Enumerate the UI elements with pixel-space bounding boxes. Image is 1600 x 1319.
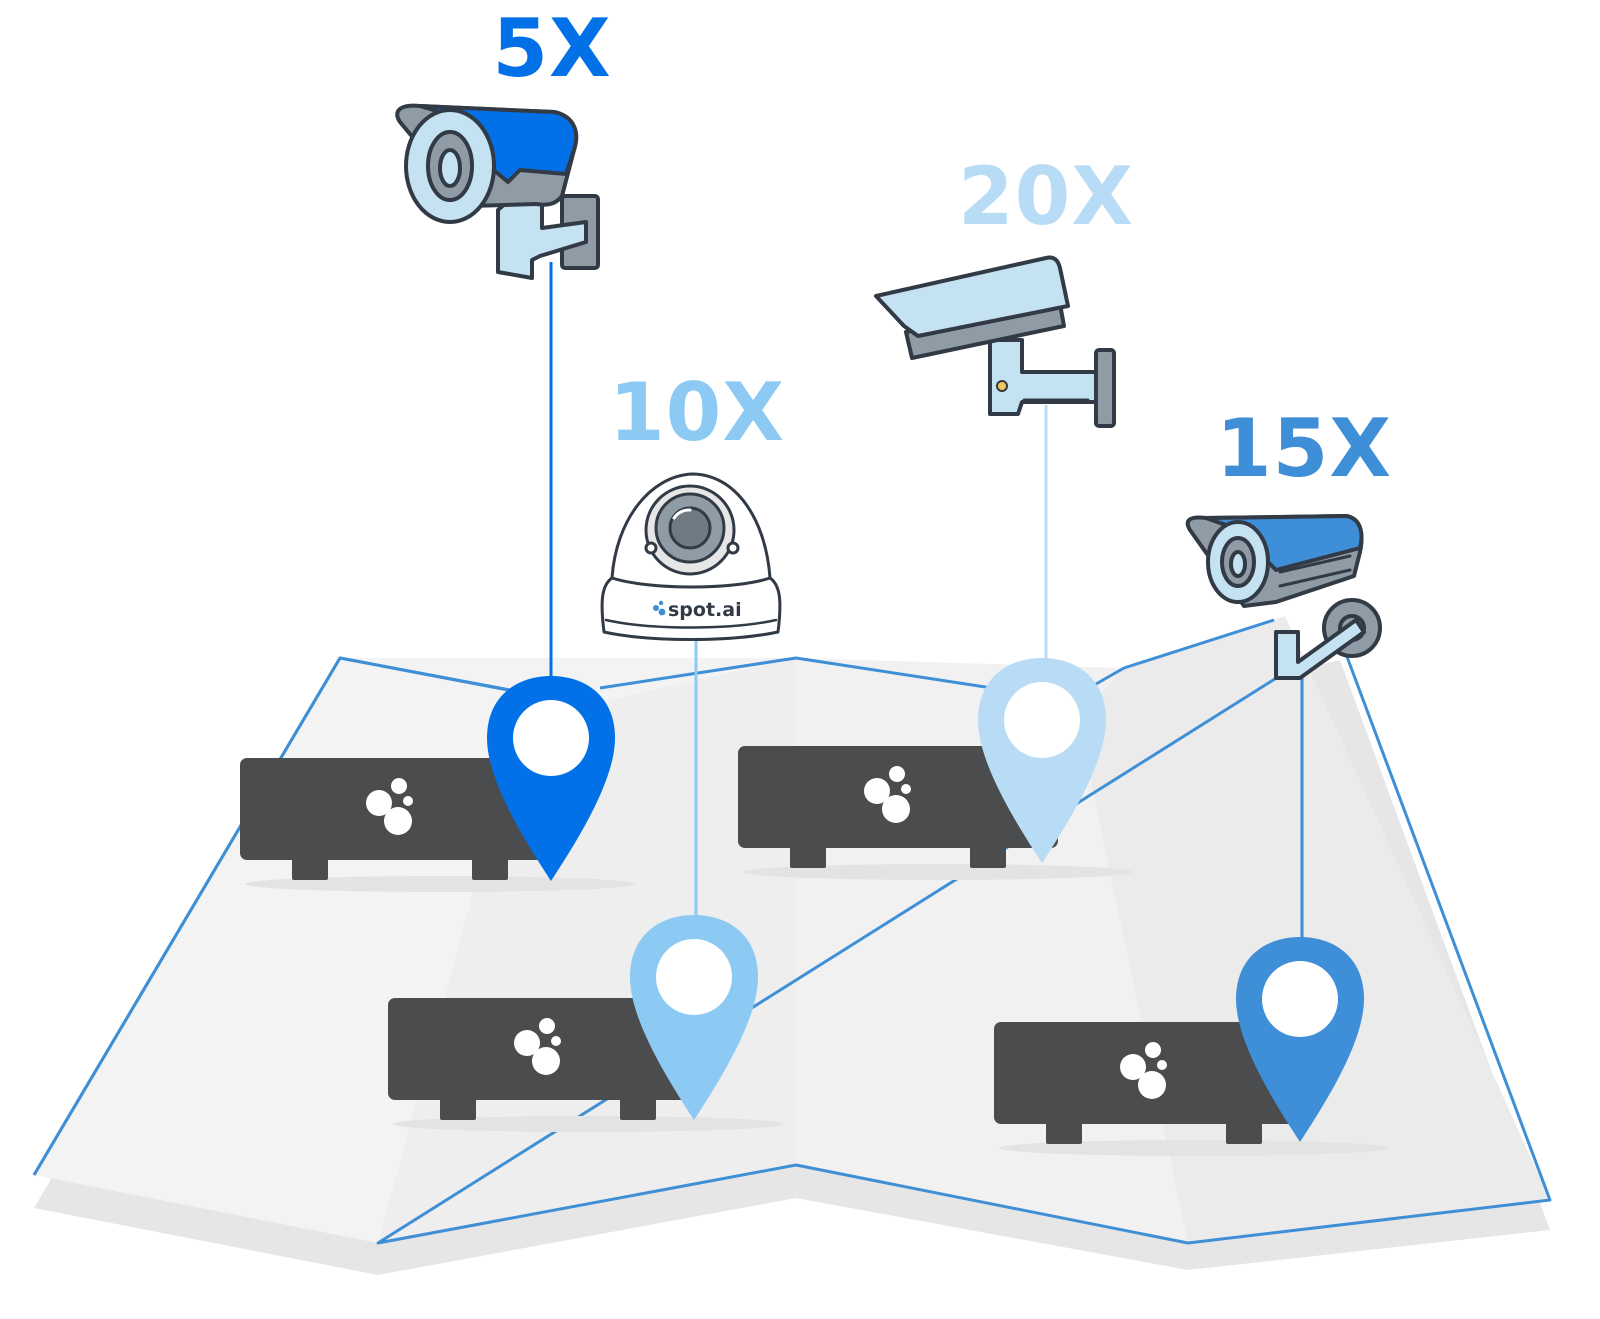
dome-camera-icon <box>600 472 782 641</box>
camera-multiplier-5x: 5X <box>492 2 611 95</box>
map-outline-left <box>32 618 1552 1245</box>
brand-label: spot.ai <box>668 599 742 621</box>
security-camera-icon <box>1185 514 1382 680</box>
camera-multiplier-10x: 10X <box>609 366 785 459</box>
security-camera-icon <box>874 255 1116 428</box>
security-camera-icon <box>395 103 600 280</box>
dome-camera-brand: spot.ai <box>653 599 742 621</box>
camera-multiplier-15x: 15X <box>1216 402 1392 495</box>
camera-multiplier-20x: 20X <box>958 150 1134 243</box>
